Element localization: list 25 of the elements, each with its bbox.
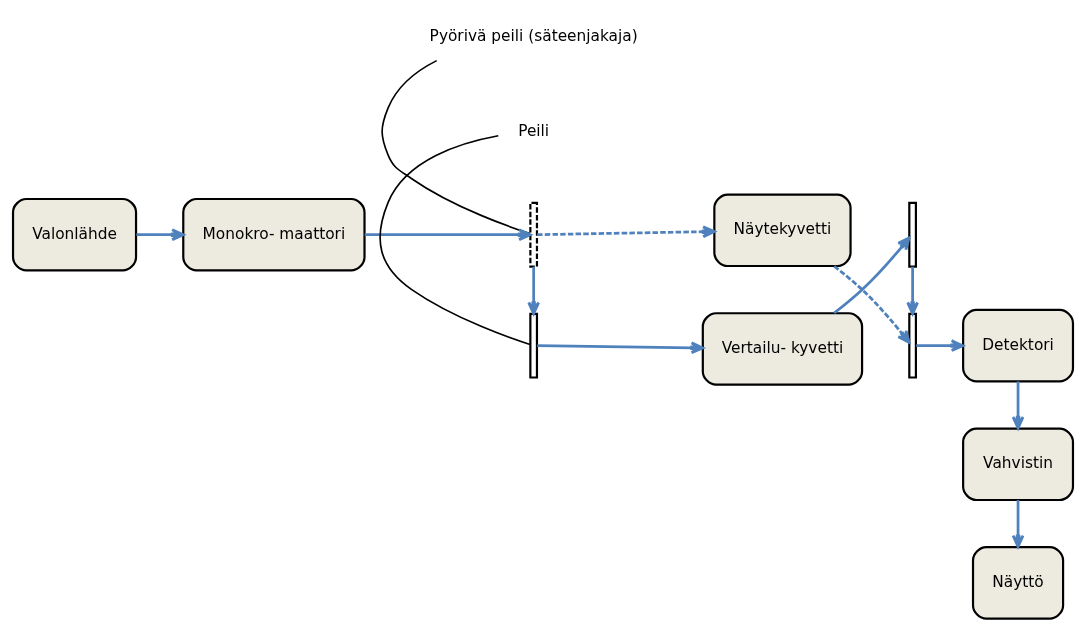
node-bar [908,312,917,379]
arrow [906,266,919,315]
node-box: Monokro- maattori [182,197,366,272]
arrow [537,224,716,238]
node-box: Vahvistin [962,426,1075,501]
arrow [1011,499,1025,548]
node-text: Pyörivä peili (säteenjakaja) [429,26,638,45]
node-bar [529,312,539,379]
node-box: Näytekyvetti [713,193,852,267]
arrow [364,227,532,241]
arrow [527,266,540,315]
node-box: Detektori [962,308,1075,382]
node-box: Valonlähde [11,197,138,272]
arrow [833,236,911,314]
node-bar [529,201,539,268]
connector [379,134,531,345]
arrow [537,340,705,354]
node-text: Peili [518,121,550,140]
node-box: Näyttö [971,545,1065,620]
arrow [1011,380,1025,429]
node-bar [908,201,917,268]
arrow [916,338,965,352]
arrow [136,227,185,241]
arrow [833,264,911,344]
node-box: Vertailu- kyvetti [701,311,864,386]
